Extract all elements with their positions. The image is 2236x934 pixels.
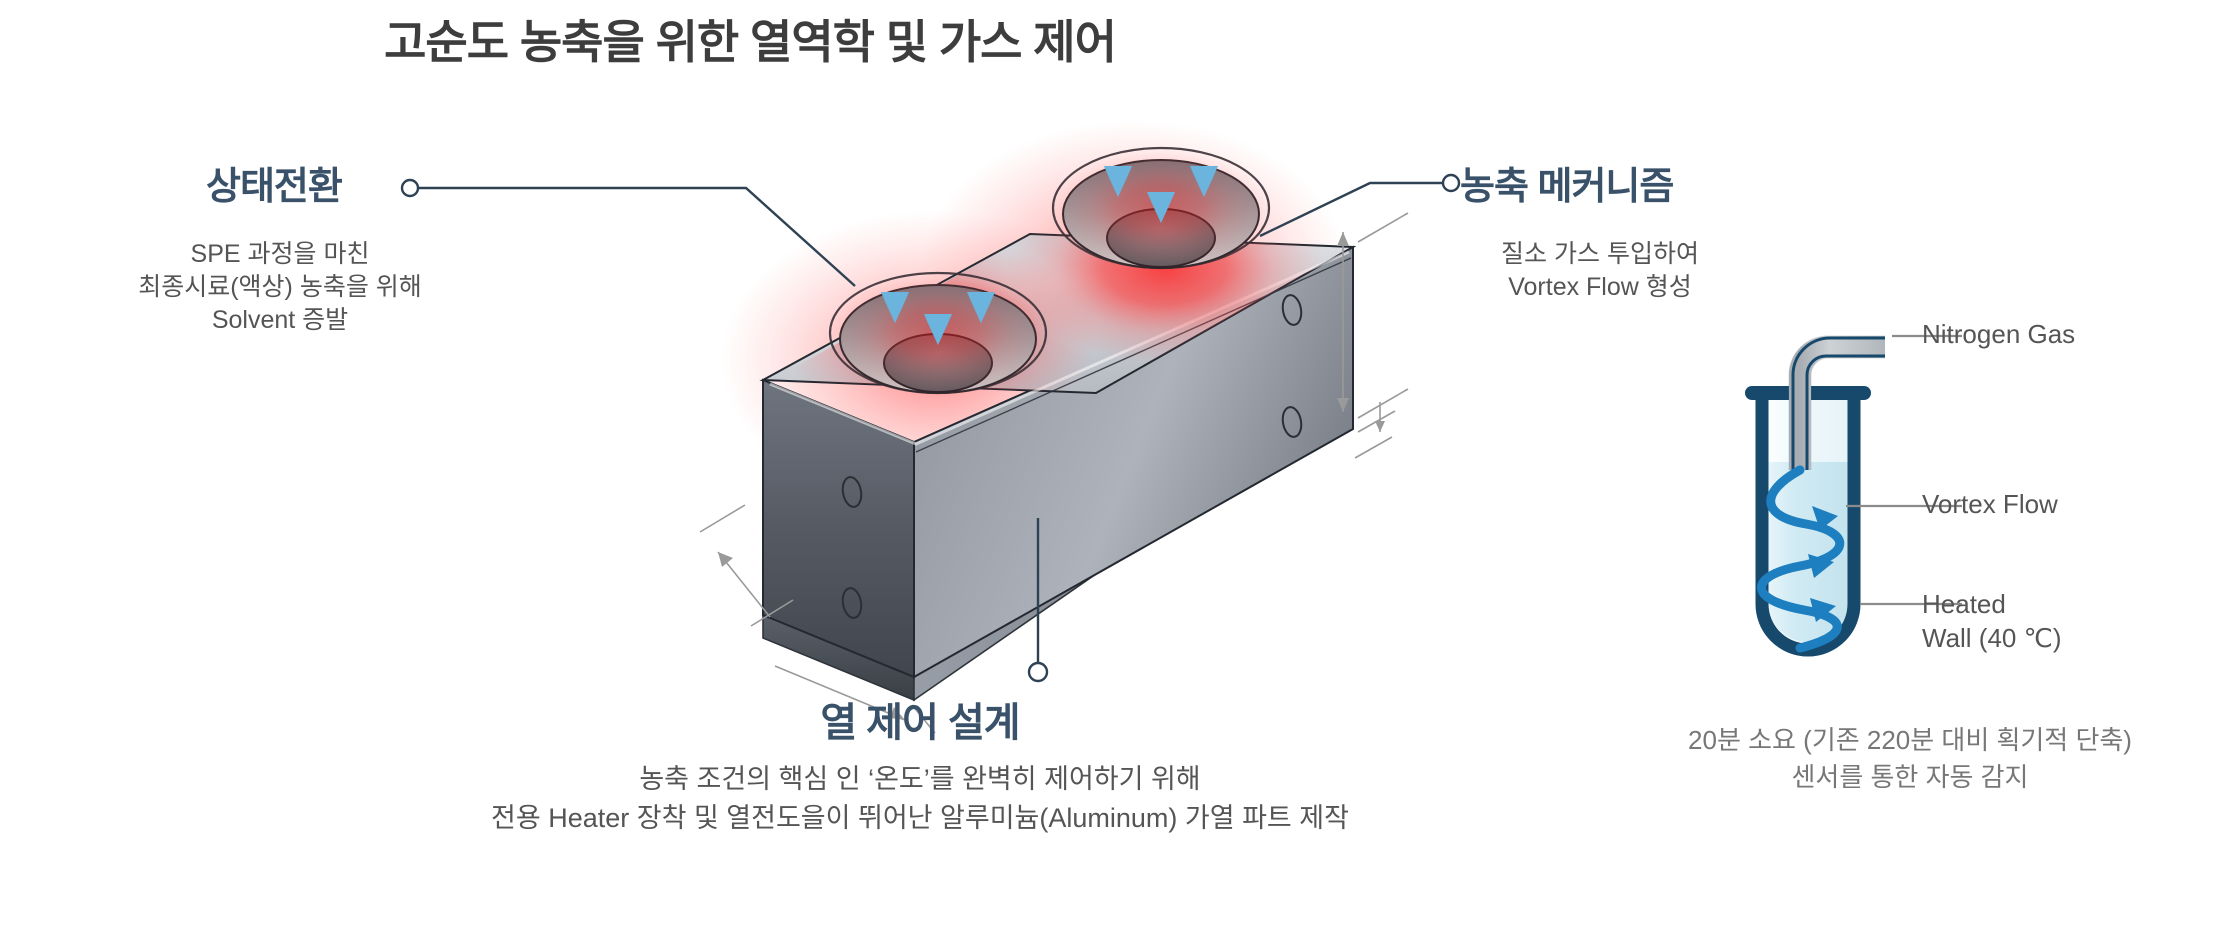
dimension-arrow-icon: [699, 212, 1409, 734]
callout-bottom-heading: 열 제어 설계: [820, 701, 1020, 745]
label-vortex-flow: Vortex Flow: [1922, 489, 2058, 519]
callout-left-heading: 상태전환: [206, 166, 343, 208]
tube-liquid: [1768, 462, 1848, 642]
tube-wall: [1755, 391, 1861, 657]
page-title: 고순도 농축을 위한 열역학 및 가스 제어: [384, 16, 1117, 68]
tube-diagram-caption: 20분 소요 (기존 220분 대비 획기적 단축) 센서를 통한 자동 감지: [1590, 722, 2230, 796]
callout-bottom-line-2: 전용 Heater 장착 및 열전도을이 뛰어난 알루미늄(Aluminum) …: [491, 803, 1349, 834]
spiral-arrowhead-icon: [1808, 506, 1838, 622]
heating-well-front: [828, 271, 1048, 395]
callout-right-line-1: 질소 가스 투입하여: [1501, 240, 1699, 268]
label-nitrogen-gas: Nitrogen Gas: [1922, 319, 2076, 349]
callout-bottom-body: 농축 조건의 핵심 인 ‘온도’를 완벽히 제어하기 위해 전용 Heater …: [330, 760, 1510, 838]
leader-line: [419, 181, 1442, 662]
tube-caption-line-1: 20분 소요 (기존 220분 대비 획기적 단축): [1688, 725, 2132, 755]
callout-left-line-3: Solvent 증발: [211, 306, 349, 334]
screw-hole-icon: [841, 294, 1303, 619]
nitrogen-supply-pipe: [1788, 335, 1885, 470]
callout-left-body: SPE 과정을 마친 최종시료(액상) 농축을 위해 Solvent 증발: [80, 238, 480, 337]
callout-right-heading: 농축 메커니즘: [1460, 166, 1674, 208]
heating-well-back: [1051, 146, 1271, 270]
tube-caption-line-2: 센서를 통한 자동 감지: [1791, 761, 2029, 792]
tube-rim: [1745, 386, 1871, 400]
label-heated-wall-line-2: Wall (40 ℃): [1922, 622, 2062, 653]
callout-right-body: 질소 가스 투입하여 Vortex Flow 형성: [1420, 238, 1780, 304]
top-surface-heat: [778, 234, 1325, 393]
callout-bottom-line-1: 농축 조건의 핵심 인 ‘온도’를 완벽히 제어하기 위해: [639, 764, 1201, 794]
aluminum-heating-block: [759, 232, 1357, 679]
tube-glass-body: [1762, 398, 1854, 650]
callout-left-line-2: 최종시료(액상) 농축을 위해: [138, 273, 422, 301]
heat-glow-icon: [720, 120, 1350, 510]
tube-label-leader: [1846, 334, 1962, 606]
leader-endpoint-circle-icon: [400, 173, 1461, 683]
label-heated-wall: Heated Wall (40 ℃): [1922, 588, 2061, 656]
callout-right-line-2: Vortex Flow 형성: [1508, 273, 1692, 301]
spiral-flow-icon: [1757, 465, 1845, 653]
heater-base-plate: [762, 394, 1354, 702]
callout-left-line-1: SPE 과정을 마친: [190, 240, 370, 268]
down-arrow-icon: [880, 60, 1219, 346]
label-heated-wall-line-1: Heated: [1922, 589, 2006, 619]
